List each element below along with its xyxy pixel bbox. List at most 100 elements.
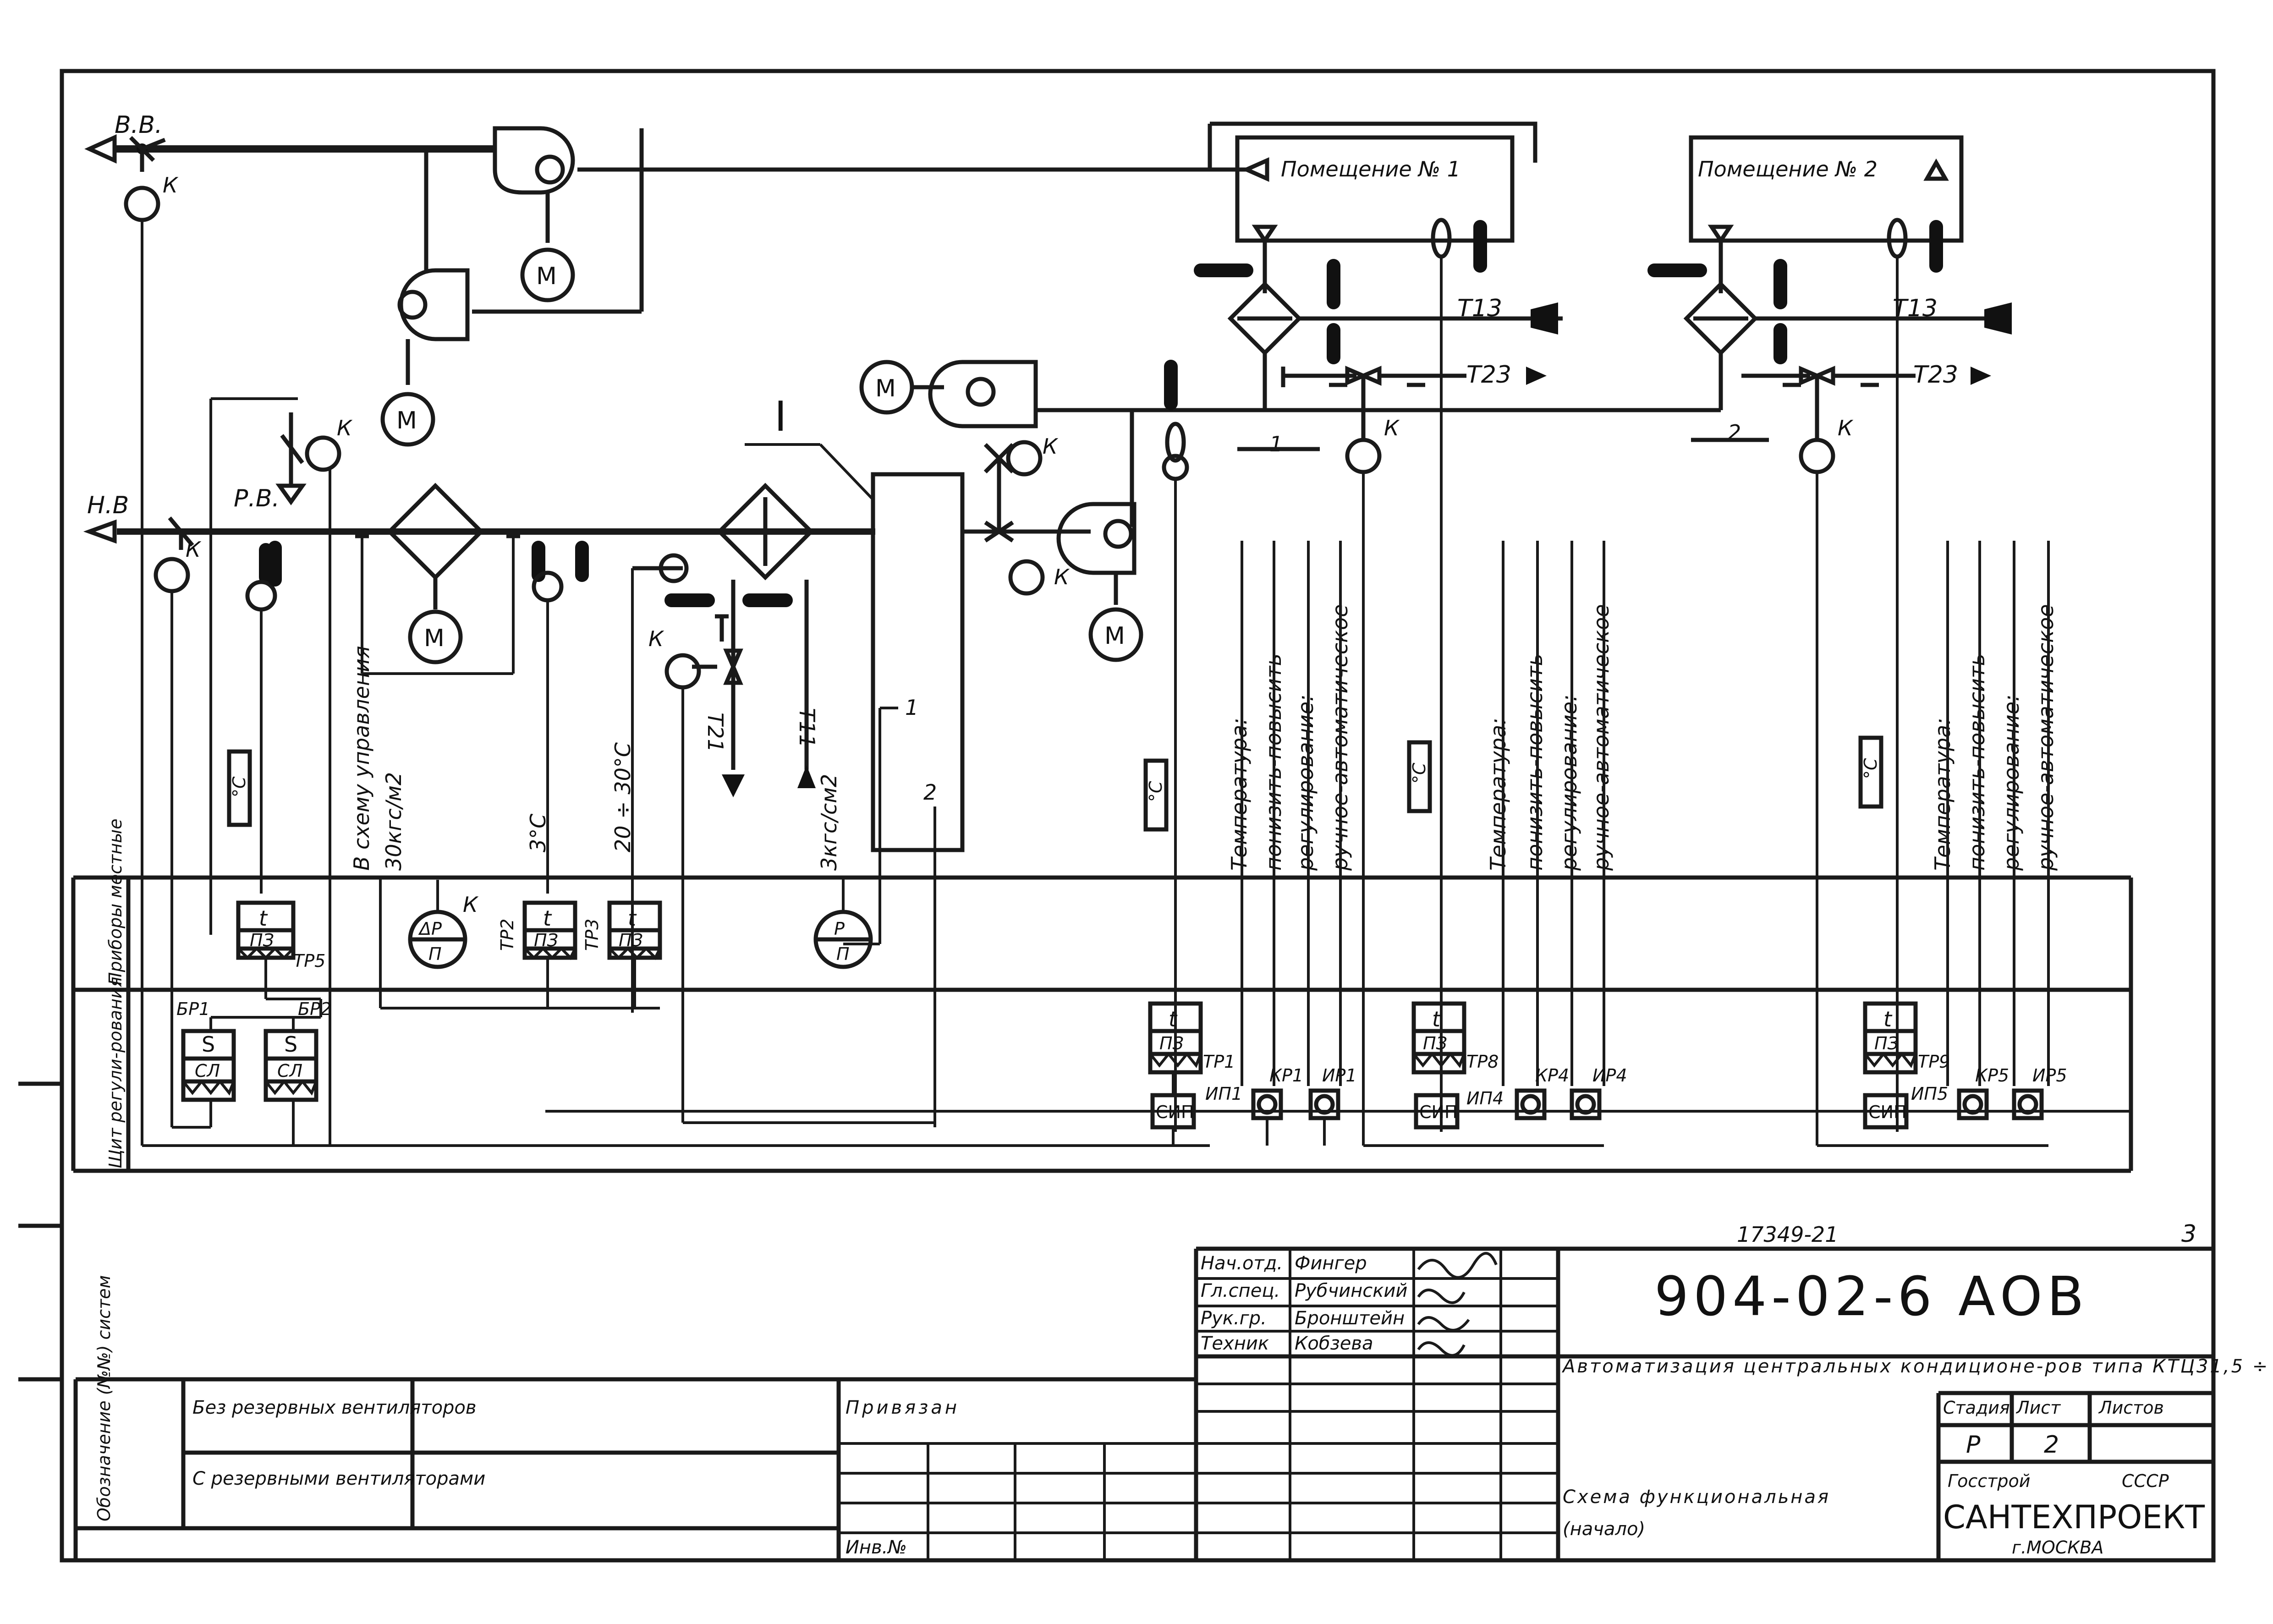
controller-group-1: t ПЗ ТР1 СИП ИП1 КР1 ИР1 xyxy=(1148,1001,1357,1146)
svg-text:Температура:: Температура: xyxy=(1227,718,1252,871)
svg-text:ИП5: ИП5 xyxy=(1911,1084,1948,1104)
svg-text:ПЗ: ПЗ xyxy=(1159,1033,1184,1053)
svg-text:t: t xyxy=(1169,1007,1178,1031)
svg-text:M: M xyxy=(1104,622,1125,650)
svg-text:ТР9: ТР9 xyxy=(1918,1052,1950,1072)
svg-text:ПЗ: ПЗ xyxy=(250,930,274,950)
room-1-label: Помещение № 1 xyxy=(1281,157,1460,181)
return-fan: M xyxy=(380,149,470,447)
svg-text:2: 2 xyxy=(923,780,937,805)
svg-text:ИР5: ИР5 xyxy=(2032,1065,2067,1086)
svg-text:СИП: СИП xyxy=(1156,1102,1194,1122)
svg-text:САНТЕХПРОЕКТ: САНТЕХПРОЕКТ xyxy=(1943,1498,2205,1536)
svg-text:ПЗ: ПЗ xyxy=(1423,1033,1447,1053)
svg-text:СИП: СИП xyxy=(1868,1102,1907,1122)
svg-text:ТР8: ТР8 xyxy=(1466,1052,1499,1072)
svg-text:регулирование:: регулирование: xyxy=(1293,694,1318,871)
svg-text:Р: Р xyxy=(1966,1431,1981,1459)
svg-text:t: t xyxy=(259,906,268,931)
svg-text:КР4: КР4 xyxy=(1535,1065,1569,1086)
label-recirc-air: Р.В. xyxy=(234,485,280,512)
controller-group-3: t ПЗ ТР9 СИП ИП5 КР5 ИР5 xyxy=(1816,1001,2067,1147)
exhaust-arrow-icon xyxy=(84,134,117,164)
signature-4 xyxy=(1417,1341,1466,1357)
svg-text:КР5: КР5 xyxy=(1975,1065,2009,1086)
svg-text:СССР: СССР xyxy=(2122,1471,2169,1491)
humidifier-chamber xyxy=(871,472,965,852)
svg-text:СЛ: СЛ xyxy=(195,1061,220,1081)
svg-text:Р: Р xyxy=(834,919,845,939)
svg-text:Гл.спец.: Гл.спец. xyxy=(1201,1280,1280,1301)
svg-text:Техник: Техник xyxy=(1201,1333,1269,1354)
svg-text:ТР3: ТР3 xyxy=(582,919,602,951)
svg-text:ТР5: ТР5 xyxy=(293,951,325,971)
svg-text:Стадия: Стадия xyxy=(1943,1398,2010,1418)
main-duct: Н.В К Р.В. К M Т21 К Т11 I 1 2 К К M xyxy=(83,393,1143,1146)
svg-text:ПЗ: ПЗ xyxy=(619,930,643,950)
svg-text:понизить-повысить: понизить-повысить xyxy=(1965,653,1989,871)
svg-text:БР1: БР1 xyxy=(176,999,210,1019)
svg-text:Температура:: Температура: xyxy=(1486,718,1510,871)
svg-text:1: 1 xyxy=(1269,432,1283,456)
svg-text:Кобзева: Кобзева xyxy=(1295,1333,1373,1354)
svg-text:°С: °С xyxy=(1861,758,1881,779)
local-instruments: t ПЗ ТР5 t ПЗ ТР2 t ПЗ ТР3 ΔР П К Р П S … xyxy=(141,878,1210,1147)
svg-text:К: К xyxy=(1043,434,1059,459)
corner-sheet-number: 3 xyxy=(2181,1220,2196,1248)
svg-text:Лист: Лист xyxy=(2015,1398,2061,1418)
svg-text:°С: °С xyxy=(1146,781,1166,802)
svg-text:t: t xyxy=(1432,1007,1441,1031)
svg-text:ручное-автоматическое: ручное-автоматическое xyxy=(1589,604,1614,871)
svg-text:(начало): (начало) xyxy=(1563,1519,1645,1540)
svg-text:ИП4: ИП4 xyxy=(1466,1088,1504,1108)
motor-icon xyxy=(380,392,435,447)
signature-1 xyxy=(1417,1252,1498,1279)
heater-icon xyxy=(716,483,814,581)
svg-text:2: 2 xyxy=(2044,1431,2059,1459)
label-outdoor-air: Н.В xyxy=(87,492,129,519)
svg-text:3°С: 3°С xyxy=(526,814,550,852)
indicator-box xyxy=(1143,758,1169,832)
svg-text:I: I xyxy=(774,393,791,441)
svg-text:20 ÷ 30°С: 20 ÷ 30°С xyxy=(610,742,635,852)
svg-text:П: П xyxy=(836,944,850,964)
svg-text:S: S xyxy=(202,1032,215,1057)
svg-text:ПЗ: ПЗ xyxy=(534,930,558,950)
controller-group-2: t ПЗ ТР8 СИП ИП4 КР4 ИР4 xyxy=(1362,1001,1627,1147)
svg-text:t: t xyxy=(1883,1007,1893,1031)
svg-text:Температура:: Температура: xyxy=(1930,718,1955,871)
svg-text:К: К xyxy=(463,892,479,917)
svg-text:3кгс/см2: 3кгс/см2 xyxy=(817,774,841,871)
svg-text:Обозначение (№№) систем: Обозначение (№№) систем xyxy=(94,1275,114,1521)
svg-text:Т11: Т11 xyxy=(795,708,819,748)
label-local-instruments: Приборы местные xyxy=(105,818,126,985)
svg-text:t: t xyxy=(628,906,637,931)
svg-text:понизить-повысить: понизить-повысить xyxy=(1522,653,1547,871)
title-block: 17349-21 3 Нач.отд. Гл.спец. Рук.гр. Тех… xyxy=(73,1220,2273,1560)
svg-text:°С: °С xyxy=(229,776,249,797)
fan-icon xyxy=(399,268,470,341)
exhaust-duct: В.В. К xyxy=(84,111,495,1109)
svg-text:Т23: Т23 xyxy=(1913,361,1958,389)
svg-text:M: M xyxy=(536,263,557,290)
fan-icon xyxy=(493,126,575,195)
valve-actuator-icon xyxy=(124,186,160,222)
svg-text:ТР2: ТР2 xyxy=(497,919,517,951)
motor-icon xyxy=(1088,607,1143,662)
motor-icon xyxy=(408,609,463,664)
svg-text:БР2: БР2 xyxy=(298,999,331,1019)
svg-text:M: M xyxy=(424,625,445,652)
svg-text:регулирование:: регулирование: xyxy=(1999,694,2024,871)
svg-text:1: 1 xyxy=(905,695,918,720)
svg-text:M: M xyxy=(396,407,417,434)
regulator-br2 xyxy=(264,1029,318,1102)
svg-text:К: К xyxy=(1838,416,1854,440)
motor-icon xyxy=(520,247,575,302)
label-control-panel: Щит регули-рования xyxy=(105,977,126,1169)
svg-text:Привязан: Привязан xyxy=(846,1397,960,1418)
svg-text:M: M xyxy=(875,375,896,402)
svg-text:СИП: СИП xyxy=(1419,1102,1458,1122)
svg-text:ИП1: ИП1 xyxy=(1205,1084,1242,1104)
